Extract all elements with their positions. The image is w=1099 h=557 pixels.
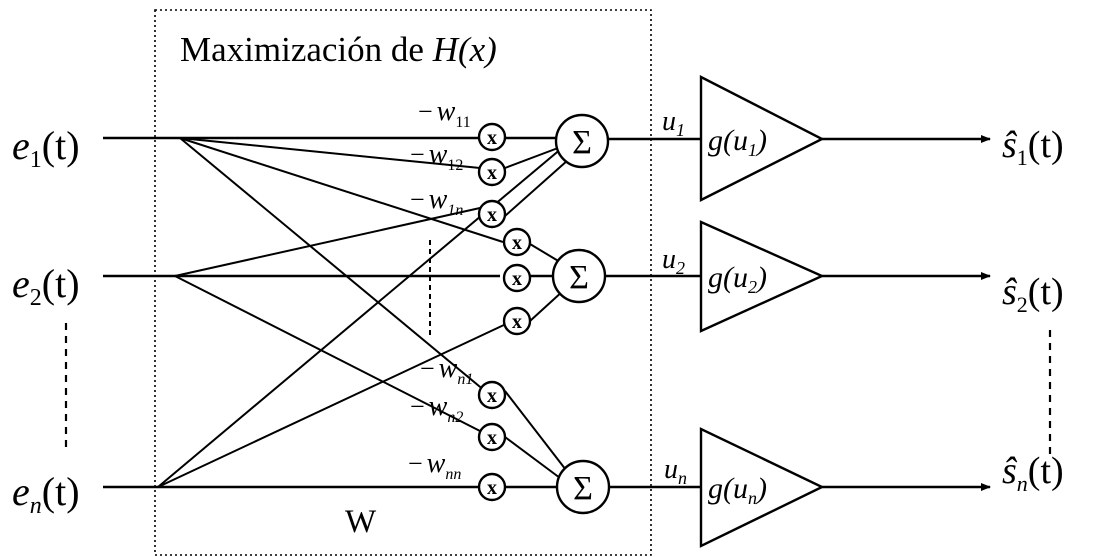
svg-text:x: x: [487, 204, 497, 226]
input-label-2: e2(t): [12, 261, 80, 311]
svg-text:x: x: [512, 268, 522, 290]
signal-label-u2: u2: [662, 244, 685, 278]
svg-text:x: x: [487, 427, 497, 449]
link-w12-to-sum1: [504, 147, 559, 169]
nonlinearity-block-1: [699, 75, 825, 202]
svg-text:x: x: [487, 127, 497, 149]
link-e1-to-u2: [179, 137, 504, 243]
svg-text:Σ: Σ: [569, 259, 589, 296]
input-label-1: e1(t): [12, 123, 80, 173]
nonlinearity-label-2: g(u2): [708, 261, 767, 297]
input-label-n: en(t): [12, 469, 80, 519]
nonlinearity-block-2: [699, 220, 825, 333]
link-en-to-u2: [157, 323, 507, 488]
link-wn2-to-sumn: [504, 436, 561, 479]
sum-node-1: Σ: [554, 113, 610, 169]
signal-label-un: un: [664, 454, 687, 488]
nonlinearity-block-n: [699, 427, 825, 548]
multiplier-w11: x: [477, 122, 507, 152]
multiplier-21: x: [502, 227, 532, 257]
link-w1n-to-sum1: [504, 159, 569, 217]
output-label-2: ŝ2(t): [1002, 271, 1064, 317]
signal-label-u1: u1: [662, 106, 685, 140]
sum-node-2: Σ: [551, 248, 607, 304]
link-e1-to-w12: [179, 137, 481, 169]
svg-text:Σ: Σ: [573, 470, 593, 507]
output-label-1: ŝ1(t): [1002, 124, 1064, 170]
link-m21-to-sum2: [529, 243, 561, 263]
output-label-n: ŝn(t): [1002, 450, 1064, 496]
multiplier-w12: x: [477, 157, 507, 187]
weight-label-wn1: −wn1: [420, 353, 473, 388]
link-m23-to-sum2: [529, 289, 565, 322]
multiplier-22: x: [502, 263, 532, 293]
weight-label-w11: −w11: [418, 96, 471, 131]
nonlinearity-label-n: g(un): [708, 472, 767, 508]
multiplier-w1n: x: [477, 199, 507, 229]
link-e1-to-wn1: [179, 137, 486, 392]
sum-node-n: Σ: [555, 459, 611, 515]
link-e2-to-w1n: [174, 207, 481, 277]
matrix-label: W: [345, 504, 377, 540]
svg-text:x: x: [512, 232, 522, 254]
svg-text:x: x: [512, 311, 522, 333]
svg-text:x: x: [487, 162, 497, 184]
multiplier-wnn: x: [477, 472, 507, 502]
nonlinearity-label-1: g(u1): [708, 124, 767, 160]
weight-label-wn2: −wn2: [410, 391, 463, 426]
link-wn1-to-sumn: [504, 390, 567, 471]
diagram-title: Maximización de H(x): [180, 30, 497, 69]
svg-text:x: x: [487, 385, 497, 407]
weight-label-w1n: −w1n: [410, 184, 463, 219]
svg-text:x: x: [487, 477, 497, 499]
multiplier-wn2: x: [477, 422, 507, 452]
svg-text:Σ: Σ: [572, 124, 592, 161]
weight-label-wnn: −wnn: [408, 448, 461, 483]
link-e2-to-wn2: [174, 275, 481, 432]
weight-label-w12: −w12: [410, 139, 463, 174]
multiplier-23: x: [502, 306, 532, 336]
multiplier-wn1: x: [477, 380, 507, 410]
